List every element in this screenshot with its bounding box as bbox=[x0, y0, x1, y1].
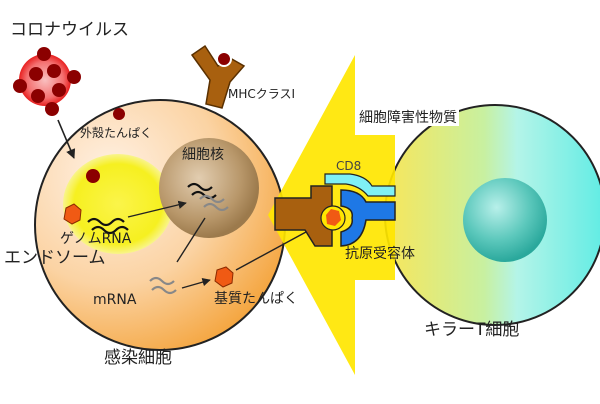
matrix-protein bbox=[214, 266, 234, 288]
label-matrix-protein: 基質たんぱく bbox=[214, 291, 298, 307]
label-mrna: mRNA bbox=[93, 292, 137, 308]
nucleus-to-mrna-arrow bbox=[176, 217, 206, 263]
label-killer-t-cell: キラーT細胞 bbox=[424, 320, 520, 340]
nucleus-rna-squiggle bbox=[187, 182, 229, 212]
protein-to-mhc-arrow bbox=[235, 231, 307, 271]
antigen-peptide bbox=[326, 209, 341, 226]
mrna-squiggle bbox=[149, 276, 177, 295]
label-outer-protein: 外殻たんぱく bbox=[80, 126, 153, 140]
genome-rna-squiggle bbox=[87, 217, 129, 235]
rna-to-nucleus-arrow bbox=[127, 200, 187, 218]
label-infected-cell: 感染細胞 bbox=[104, 348, 172, 368]
label-mhc-class-i: MHCクラスI bbox=[228, 87, 296, 101]
entry-arrow bbox=[57, 119, 76, 159]
label-antigen-receptor: 抗原受容体 bbox=[345, 246, 415, 262]
mhc-class-i-top bbox=[190, 44, 246, 109]
cd8-molecule bbox=[324, 173, 396, 197]
label-cytotoxic-substance: 細胞障害性物質 bbox=[357, 110, 459, 126]
killer-t-nucleus bbox=[463, 178, 547, 262]
label-endosome: エンドソーム bbox=[4, 248, 106, 268]
outer-protein-dot bbox=[113, 108, 125, 120]
t-cell-receptor bbox=[340, 189, 396, 247]
label-cd8: CD8 bbox=[336, 159, 362, 173]
matrix-protein-endosome bbox=[63, 203, 82, 225]
label-genome-rna: ゲノムRNA bbox=[60, 231, 132, 247]
mrna-to-protein-arrow bbox=[181, 278, 211, 289]
label-coronavirus: コロナウイルス bbox=[10, 20, 129, 40]
outer-protein-dot bbox=[86, 169, 100, 183]
mhc-class-i-complex bbox=[274, 185, 333, 247]
coronavirus-particle bbox=[13, 47, 81, 116]
label-nucleus: 細胞核 bbox=[182, 147, 224, 163]
